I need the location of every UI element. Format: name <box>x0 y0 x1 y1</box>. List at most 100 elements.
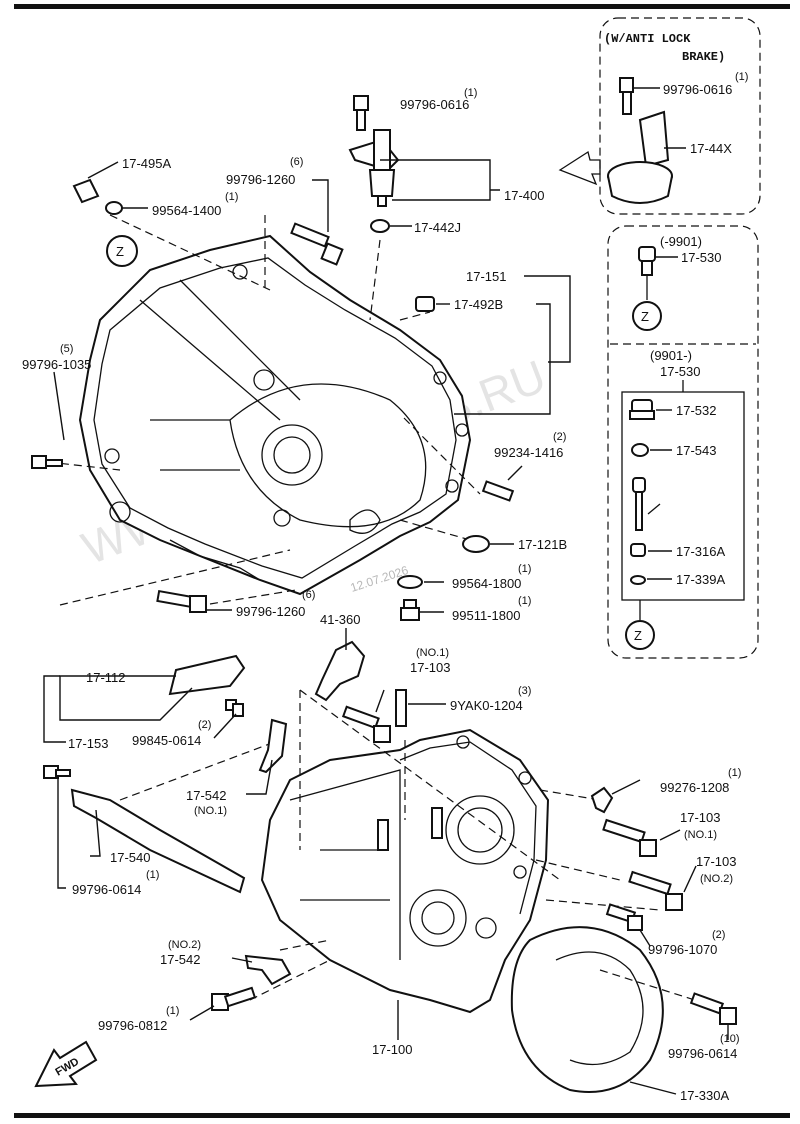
bolt-icon <box>43 765 71 779</box>
bolt-icon <box>689 992 737 1025</box>
bracket-bar-icon <box>70 788 246 894</box>
nut-icon <box>630 543 646 557</box>
washer-icon <box>397 575 423 589</box>
o-ring-icon <box>630 575 646 585</box>
fwd-arrow-icon: FWD <box>34 1040 98 1088</box>
speed-sensor-icon <box>348 129 400 207</box>
label-part: 99796-1260 <box>226 172 295 187</box>
bolt-icon <box>605 903 643 931</box>
label-qty: (3) <box>518 685 531 697</box>
label-qty: (1) <box>728 767 741 779</box>
abs-heading-line1: (W/ANTI LOCK <box>604 32 691 46</box>
label-qty: (1) <box>146 869 159 881</box>
z-marker-upper-text: Z <box>641 309 649 324</box>
label-part: 99796-1035 <box>22 357 91 372</box>
label-part: 17-112 <box>86 670 126 685</box>
label-part: 99564-1400 <box>152 203 221 218</box>
label-part: 17-330A <box>680 1088 729 1103</box>
label-qty: (NO.2) <box>700 873 733 885</box>
bolt-icon <box>31 455 63 469</box>
z-lower-range: (9901-) <box>650 348 692 363</box>
z-item-1: 17-532 <box>676 403 716 418</box>
oil-seal-icon <box>462 535 490 553</box>
o-ring-icon <box>370 219 390 233</box>
label-part: 17-492B <box>454 297 503 312</box>
bushing-icon <box>415 296 435 312</box>
sensor-plug-icon <box>638 246 656 276</box>
label-part: 17-542 <box>160 952 200 967</box>
bolt-icon <box>353 95 369 131</box>
washer-icon <box>105 201 123 215</box>
abs-sensor-label: 17-44X <box>690 141 732 156</box>
leader-lines <box>43 159 729 1095</box>
bracket-icon <box>258 718 288 774</box>
clutch-housing-illustration <box>78 234 472 596</box>
z-inset-box: (-9901) 17-530 Z (9901-) 17-530 17-532 1… <box>607 225 759 659</box>
label-part: 99234-1416 <box>494 445 563 460</box>
plate-icon <box>168 654 246 696</box>
label-qty: (2) <box>553 431 566 443</box>
label-part: 99845-0614 <box>132 733 201 748</box>
plug-icon <box>72 178 100 204</box>
abs-bolt-qty: (1) <box>735 71 748 83</box>
label-qty: (NO.1) <box>684 829 717 841</box>
label-part: 17-103 <box>696 854 736 869</box>
guide-lines <box>47 214 721 1009</box>
label-part: 17-103 <box>410 660 450 675</box>
label-part: 17-151 <box>466 269 506 284</box>
bolt-icon <box>628 870 683 911</box>
abs-bolt-icon <box>619 77 634 115</box>
label-part: 17-400 <box>504 188 544 203</box>
label-qty: (1) <box>518 563 531 575</box>
bolt-icon <box>602 818 657 857</box>
label-part: 99796-1070 <box>648 942 717 957</box>
label-part: 99276-1208 <box>660 780 729 795</box>
label-qty: (6) <box>290 156 303 168</box>
label-part: 99796-0616 <box>400 97 469 112</box>
label-qty: (1) <box>464 87 477 99</box>
dowel-pin-icon <box>481 480 515 502</box>
label-qty: (5) <box>60 343 73 355</box>
clip-icon <box>590 786 614 814</box>
label-qty: (6) <box>302 589 315 601</box>
bottom-border <box>14 1113 790 1118</box>
z-marker-main <box>106 235 138 267</box>
label-qty: (1) <box>225 191 238 203</box>
speed-sensor-abs-icon <box>607 110 673 204</box>
z-item-2: 17-543 <box>676 443 716 458</box>
washer-icon <box>631 443 649 457</box>
label-part: 99796-0614 <box>72 882 141 897</box>
bolt-icon <box>156 589 207 613</box>
cap-icon <box>629 399 655 420</box>
label-part: 17-153 <box>68 736 108 751</box>
z-marker-upper <box>632 301 662 331</box>
label-part: 17-495A <box>122 156 171 171</box>
z-marker-main-text: Z <box>116 244 124 259</box>
abs-inset-box: (W/ANTI LOCK BRAKE) (1) 99796-0616 17-44… <box>558 17 761 215</box>
z-lower-part: 17-530 <box>660 364 700 379</box>
abs-heading-line2: BRAKE) <box>682 50 725 64</box>
label-qty: (1) <box>166 1005 179 1017</box>
part-labels: (1) 99796-0616 17-495A (6) 99796-1260 (1… <box>22 87 741 1103</box>
label-part: 99796-0614 <box>668 1046 737 1061</box>
label-qty: (NO.1) <box>194 805 227 817</box>
bolt-icon <box>225 699 244 717</box>
arrow-icon <box>558 150 601 186</box>
label-part: 17-540 <box>110 850 150 865</box>
label-part: 99796-1260 <box>236 604 305 619</box>
bolt-icon <box>341 705 391 743</box>
transaxle-case-illustration <box>260 728 550 1014</box>
label-part: 99796-0812 <box>98 1018 167 1033</box>
label-part: 9YAK0-1204 <box>450 698 523 713</box>
label-qty: (2) <box>712 929 725 941</box>
top-border <box>14 4 790 9</box>
end-cover-illustration <box>510 926 664 1093</box>
label-qty: (2) <box>198 719 211 731</box>
bracket-icon <box>314 640 366 702</box>
z-item-3: 17-316A <box>676 544 725 559</box>
label-part: 17-542 <box>186 788 226 803</box>
label-part: 17-121B <box>518 537 567 552</box>
z-marker-lower-text: Z <box>634 628 642 643</box>
drain-plug-icon <box>400 599 420 621</box>
